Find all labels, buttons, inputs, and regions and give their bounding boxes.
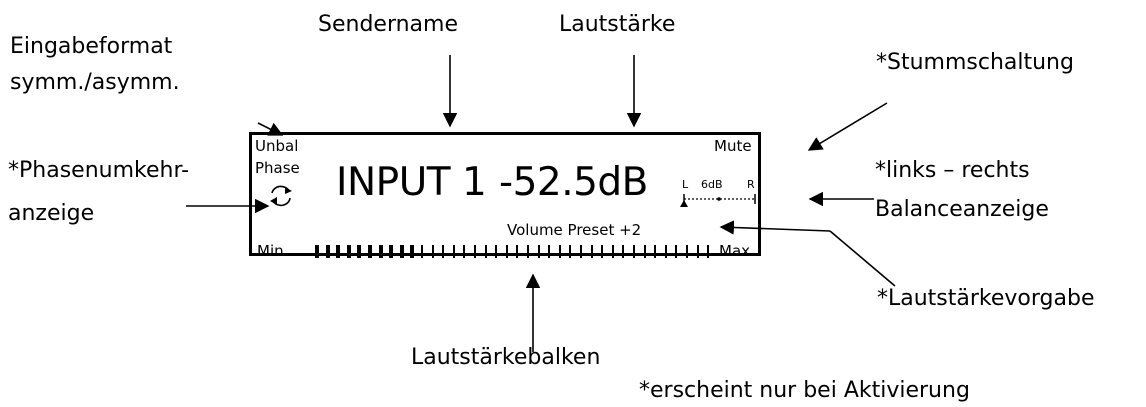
volume-segment-empty (421, 245, 423, 258)
label-balance-line1: *links – rechts (875, 158, 1030, 183)
volume-segment-filled (357, 245, 362, 258)
volume-segment-empty (611, 245, 614, 258)
volume-segment-empty (431, 245, 434, 258)
volume-segment-empty (537, 245, 540, 258)
phase-indicator: Phase (255, 159, 300, 177)
arrow-lautstaerkevorgabe-stem (829, 230, 896, 287)
volume-segment-filled (378, 245, 383, 258)
volume-segment-empty (474, 245, 476, 258)
label-footnote: *erscheint nur bei Aktivierung (639, 378, 970, 403)
volume-segment-empty (686, 245, 688, 258)
volume-segment-empty (569, 245, 572, 258)
volume-segment-filled (410, 245, 415, 258)
label-sendername: Sendername (318, 12, 458, 37)
volume-segment-empty (633, 245, 635, 258)
balance-scale (680, 194, 756, 207)
arrow-stummschaltung (807, 102, 888, 151)
volume-segment-empty (590, 245, 593, 258)
label-lautstaerke: Lautstärke (559, 12, 676, 37)
arrow-lautstaerkevorgabe (719, 220, 831, 235)
label-eingabeformat-line2: symm./asymm. (10, 70, 180, 95)
volume-segment-empty (707, 245, 710, 258)
volume-segment-empty (675, 245, 678, 258)
volume-segment-empty (495, 245, 498, 258)
volume-segment-empty (505, 245, 508, 258)
volume-segment-empty (463, 245, 466, 258)
label-stummschaltung: *Stummschaltung (876, 50, 1074, 75)
volume-segment-filled (336, 245, 341, 258)
volume-segment-filled (389, 245, 394, 258)
volume-segment-empty (558, 245, 561, 258)
balance-scale-label: 6dB (701, 178, 723, 191)
label-phasenumkehr-line2: anzeige (8, 201, 95, 226)
refresh-icon (270, 185, 292, 207)
volume-segment-empty (548, 245, 551, 258)
min-label: Min (257, 242, 284, 260)
label-phasenumkehr-line1: *Phasenumkehr- (8, 158, 190, 183)
mute-indicator: Mute (714, 137, 752, 155)
input-name: INPUT 1 (336, 160, 487, 205)
volume-segment-empty (484, 245, 487, 258)
balance-left-label: L (682, 178, 689, 191)
volume-segment-empty (516, 245, 519, 258)
volume-segment-empty (527, 245, 529, 258)
volume-segment-filled (325, 245, 330, 258)
volume-segment-filled (346, 245, 351, 258)
label-balance-line2: Balanceanzeige (875, 197, 1049, 222)
volume-segment-empty (452, 245, 455, 258)
lcd-display: Unbal Phase Mute INPUT 1 -52.5dB L 6dB R… (249, 132, 761, 260)
volume-bar (315, 245, 735, 258)
max-label: Max (719, 242, 751, 260)
unbal-indicator: Unbal (255, 137, 299, 155)
volume-segment-empty (696, 245, 699, 258)
volume-segment-filled (368, 245, 372, 258)
volume-segment-filled (399, 245, 404, 258)
preset-text: Volume Preset +2 (507, 221, 642, 239)
volume-segment-empty (442, 245, 445, 258)
volume-segment-empty (622, 245, 625, 258)
label-eingabeformat-line1: Eingabeformat (10, 34, 173, 59)
label-lautstaerkevorgabe: *Lautstärkevorgabe (877, 286, 1095, 311)
volume-value: -52.5dB (499, 160, 648, 205)
label-lautstaerkebalken: Lautstärkebalken (411, 345, 601, 370)
volume-segment-empty (654, 245, 657, 258)
volume-segment-empty (601, 245, 604, 258)
volume-segment-empty (664, 245, 667, 258)
arrow-eingabeformat (257, 122, 284, 136)
volume-segment-filled (315, 245, 319, 258)
volume-segment-empty (580, 245, 582, 258)
volume-segment-empty (643, 245, 646, 258)
balance-right-label: R (747, 178, 755, 191)
